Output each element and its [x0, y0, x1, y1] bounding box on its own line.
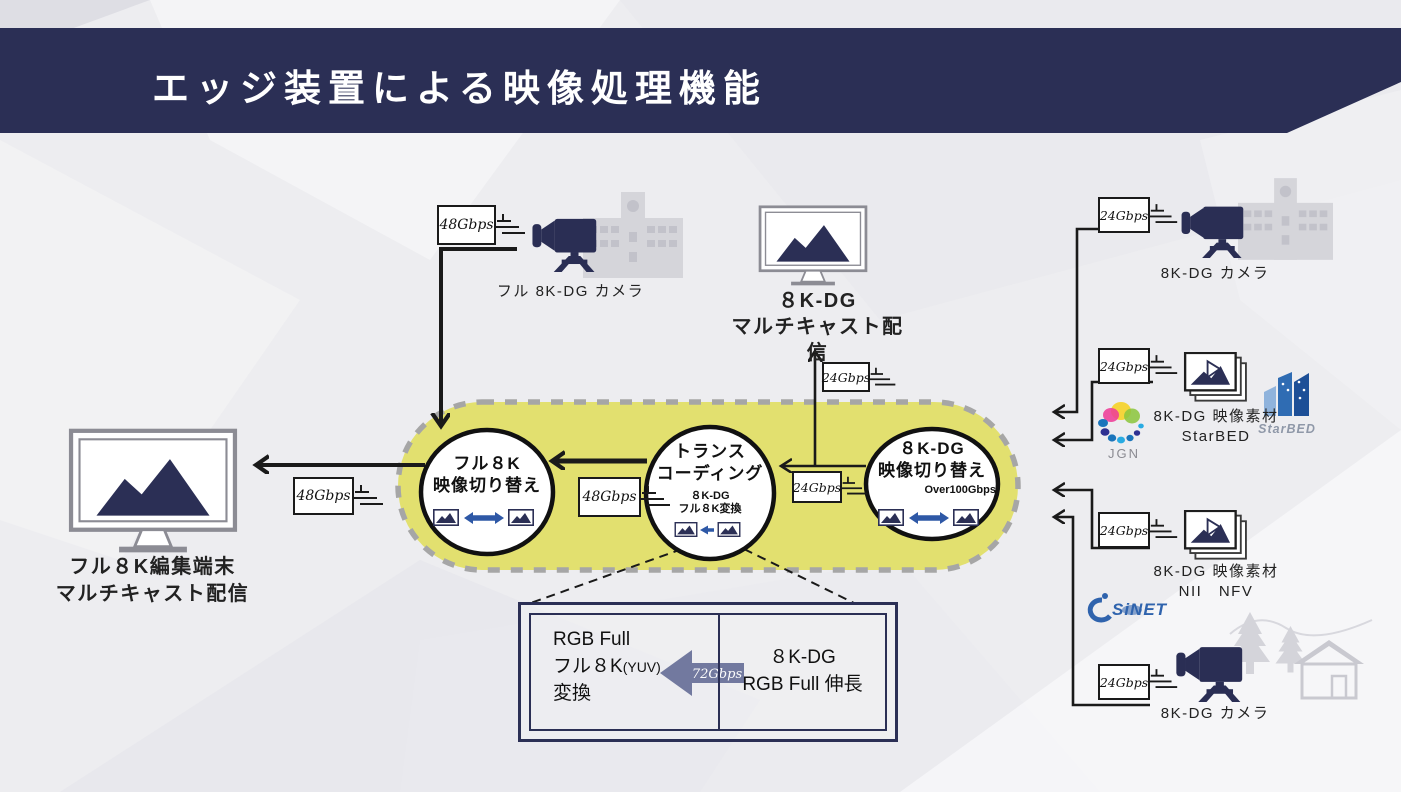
label-full8k-camera: フル 8K-DG カメラ	[496, 283, 645, 300]
rgb-conversion-inner-box: RGB Full フル８K(YUV) 変換 ８K-DG RGB Full 伸長	[529, 613, 887, 731]
rate-value: 24Gbps	[1099, 674, 1149, 690]
circle-line: コーディング	[656, 464, 764, 484]
image-thumb-icon	[878, 509, 904, 526]
circle-label-full8k-switch: フル８K 映像切り替え	[421, 453, 553, 497]
rate-box-camera-bottom-right: 24Gbps	[1098, 664, 1150, 700]
rate-box-transcode-out: 48Gbps	[578, 477, 641, 517]
rgb-arrow-rate: 72Gbps	[692, 667, 743, 682]
zoom-callout-line-left	[527, 548, 683, 605]
rgb-cell-left: RGB Full フル８K(YUV) 変換	[531, 615, 718, 729]
circle-line: ８K-DG	[899, 439, 965, 458]
rgb-conversion-arrow: 72Gbps	[660, 650, 744, 696]
detail-line: フル８K(YUV)	[553, 654, 718, 681]
connector-icon	[1148, 354, 1179, 374]
label-line: 8K-DG 映像素材	[1153, 563, 1279, 580]
label-edit-terminal: フル８K編集端末 マルチキャスト配信	[35, 554, 270, 608]
circle-line: 映像切り替え	[878, 461, 986, 481]
flow-nii-source	[1054, 490, 1150, 550]
label-nii-source: 8K-DG 映像素材 NII NFV	[1150, 562, 1282, 603]
flow-camera-bottom-right	[1054, 517, 1150, 707]
circle-label-transcoding: トランス コーディング ８K-DG フル８K変換	[645, 441, 775, 517]
jgn-logo	[1098, 402, 1144, 444]
circle-subline: フル８K変換	[678, 503, 742, 516]
label-multicast-output: ８K-DG マルチキャスト配信	[725, 288, 910, 366]
countryside-icon	[1229, 612, 1373, 700]
circle-line: トランス	[674, 442, 746, 461]
label-line: マルチキャスト配信	[55, 583, 250, 605]
jgn-logo-text: JGN	[1108, 446, 1140, 461]
rate-value: 24Gbps	[1099, 522, 1149, 538]
connector-icon	[494, 213, 526, 234]
title-banner	[0, 28, 1401, 133]
sinet-logo-text: SiNET	[1112, 600, 1168, 619]
label-line: マルチキャスト配信	[731, 316, 904, 364]
circle-line: フル８K	[453, 454, 521, 473]
photo-stack-icon	[1183, 510, 1248, 560]
sinet-logo	[1087, 593, 1142, 623]
label-camera-bottom-right: 8K-DG カメラ	[1160, 705, 1270, 722]
flow-camera-to-full8k-switch	[441, 247, 517, 426]
starbed-logo	[1264, 372, 1309, 416]
detail-line: ８K-DG	[769, 647, 836, 669]
camera-icon	[532, 218, 597, 272]
rate-box-camera-top-right: 24Gbps	[1098, 197, 1150, 233]
school-building-icon	[583, 192, 683, 278]
rate-box-8kdg-switch-out: 24Gbps	[792, 471, 842, 503]
label-line: NII NFV	[1178, 583, 1254, 601]
rgb-conversion-detail-box: RGB Full フル８K(YUV) 変換 ８K-DG RGB Full 伸長	[518, 602, 898, 742]
rate-value: 24Gbps	[821, 369, 871, 385]
label-starbed-source: 8K-DG 映像素材 StarBED	[1150, 407, 1282, 448]
rgb-cell-right: ８K-DG RGB Full 伸長	[718, 615, 885, 729]
photo-stack-icon	[1183, 352, 1248, 402]
detail-line: 変換	[553, 682, 592, 704]
rate-value: 48Gbps	[296, 488, 351, 504]
image-thumb-icon	[674, 522, 698, 537]
rate-value: 48Gbps	[439, 217, 494, 233]
image-thumb-icon	[953, 509, 979, 526]
label-camera-top-right: 8K-DG カメラ	[1160, 265, 1270, 282]
rate-box-full8k-camera: 48Gbps	[437, 205, 496, 245]
label-line: 8K-DG 映像素材	[1153, 408, 1279, 425]
rate-value: 24Gbps	[1099, 358, 1149, 374]
detail-line: RGB Full 伸長	[742, 674, 863, 695]
connector-icon	[868, 366, 897, 386]
detail-line: RGB Full	[553, 629, 631, 650]
zoom-callout-line-right	[743, 548, 857, 605]
label-line: ８K-DG	[778, 290, 857, 312]
image-thumb-icon	[508, 509, 534, 526]
label-line: フル８K編集端末	[69, 556, 236, 578]
page-title: エッジ装置による映像処理機能	[152, 69, 767, 110]
image-thumb-icon	[717, 522, 741, 537]
rate-box-starbed-source: 24Gbps	[1098, 348, 1150, 384]
connector-icon	[1148, 518, 1179, 538]
image-thumb-icon	[433, 509, 459, 526]
detail-line-paren: (YUV)	[622, 658, 661, 675]
circle-subline: ８K-DG	[690, 490, 730, 503]
circle-label-8kdg-switch: ８K-DG 映像切り替え Over100Gbps	[864, 438, 1000, 497]
label-line: StarBED	[1181, 428, 1251, 446]
rate-value: 24Gbps	[1099, 207, 1149, 223]
starbed-logo-text: StarBED	[1258, 422, 1316, 436]
connector-icon	[352, 484, 384, 505]
detail-line-main: フル８K	[553, 655, 623, 677]
rate-box-multicast: 24Gbps	[822, 362, 870, 392]
rate-box-edit-terminal: 48Gbps	[293, 477, 354, 515]
rate-value: 48Gbps	[582, 489, 637, 505]
rate-value: 24Gbps	[792, 479, 842, 495]
rate-box-nii-source: 24Gbps	[1098, 512, 1150, 548]
circle-subline: Over100Gbps	[924, 484, 996, 497]
circle-line: 映像切り替え	[433, 476, 541, 496]
